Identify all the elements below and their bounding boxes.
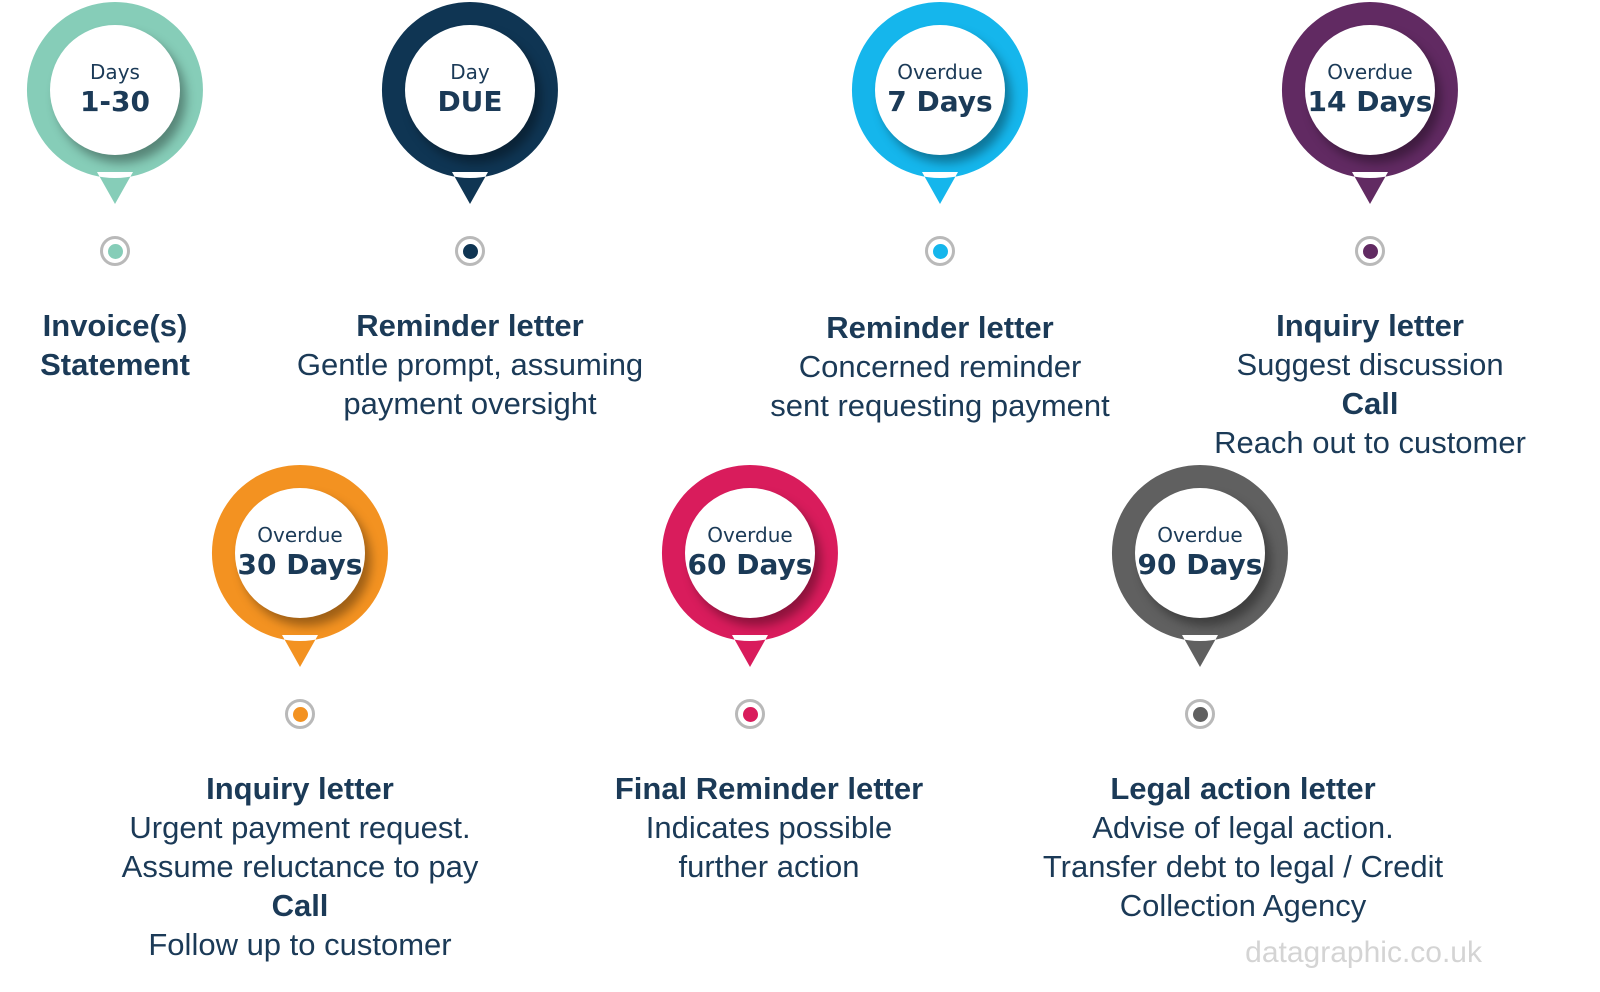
stage-description: Reminder letter Concerned reminder sent … xyxy=(770,308,1110,425)
stage-line: Transfer debt to legal / Credit xyxy=(1042,849,1444,884)
timeline-dot xyxy=(925,236,955,266)
stage-line: Call xyxy=(1341,386,1399,421)
stage-line: Gentle prompt, assuming xyxy=(296,347,644,382)
pin-face: Overdue 60 Days xyxy=(685,488,815,618)
stage-line: Indicates possible xyxy=(645,810,893,845)
stage-line: Call xyxy=(271,888,329,923)
stage-line: further action xyxy=(678,849,860,884)
pin-small-label: Day xyxy=(450,59,490,84)
stage-60-days: Overdue 60 Days Final Reminder letter In… xyxy=(600,463,923,886)
stage-30-days: Overdue 30 Days Inquiry letter Urgent pa… xyxy=(122,463,478,964)
pin-small-label: Overdue xyxy=(1157,522,1243,547)
stage-line: Inquiry letter xyxy=(1276,308,1464,343)
pin-big-label: 90 Days xyxy=(1137,547,1263,581)
timeline-dot xyxy=(1355,236,1385,266)
timeline-dot-fill xyxy=(1192,706,1208,722)
timeline-dot xyxy=(1185,699,1215,729)
stage-line: Statement xyxy=(40,347,190,382)
map-pin-icon: Overdue 60 Days xyxy=(660,463,840,673)
timeline-dot-fill xyxy=(292,706,308,722)
timeline-dot-fill xyxy=(742,706,758,722)
pin-small-label: Days xyxy=(90,59,140,84)
stage-line: Suggest discussion xyxy=(1236,347,1504,382)
stage-line: Advise of legal action. xyxy=(1092,810,1394,845)
pin-face: Overdue 30 Days xyxy=(235,488,365,618)
map-pin-icon: Overdue 14 Days xyxy=(1280,0,1460,210)
pin-face: Overdue 90 Days xyxy=(1135,488,1265,618)
stage-description: Invoice(s) Statement xyxy=(40,306,190,384)
stage-line: sent requesting payment xyxy=(770,388,1110,423)
stage-14-days: Overdue 14 Days Inquiry letter Suggest d… xyxy=(1214,0,1526,462)
stage-line: Invoice(s) xyxy=(42,308,188,343)
pin-small-label: Overdue xyxy=(257,522,343,547)
stage-description: Legal action letter Advise of legal acti… xyxy=(1043,769,1443,925)
pin-big-label: 30 Days xyxy=(237,547,363,581)
map-pin-icon: Overdue 7 Days xyxy=(850,0,1030,210)
timeline-dot-fill xyxy=(1362,243,1378,259)
stage-line: Assume reluctance to pay xyxy=(121,849,479,884)
stage-line: Reminder letter xyxy=(356,308,584,343)
stage-description: Inquiry letter Suggest discussion Call R… xyxy=(1214,306,1526,462)
stage-line: Legal action letter xyxy=(1110,771,1376,806)
map-pin-icon: Overdue 90 Days xyxy=(1110,463,1290,673)
stage-description: Reminder letter Gentle prompt, assuming … xyxy=(297,306,643,423)
stage-due: Day DUE Reminder letter Gentle prompt, a… xyxy=(297,0,643,423)
stage-line: Follow up to customer xyxy=(148,927,452,962)
timeline-dot xyxy=(285,699,315,729)
timeline-dot-fill xyxy=(462,243,478,259)
pin-big-label: 14 Days xyxy=(1307,84,1433,118)
pin-small-label: Overdue xyxy=(897,59,983,84)
map-pin-icon: Day DUE xyxy=(380,0,560,210)
map-pin-icon: Overdue 30 Days xyxy=(210,463,390,673)
pin-small-label: Overdue xyxy=(1327,59,1413,84)
stage-line: payment oversight xyxy=(343,386,597,421)
pin-face: Overdue 7 Days xyxy=(875,25,1005,155)
stage-line: Concerned reminder xyxy=(798,349,1082,384)
stage-90-days: Overdue 90 Days Legal action letter Advi… xyxy=(1043,463,1443,925)
pin-big-label: DUE xyxy=(437,84,503,118)
stage-1-30: Days 1-30 Invoice(s) Statement xyxy=(0,0,230,384)
stage-line: Reach out to customer xyxy=(1214,425,1526,460)
watermark: datagraphic.co.uk xyxy=(1245,936,1482,969)
stage-line: Reminder letter xyxy=(826,310,1054,345)
stage-line: Urgent payment request. xyxy=(129,810,471,845)
map-pin-icon: Days 1-30 xyxy=(25,0,205,210)
stage-line: Collection Agency xyxy=(1119,888,1367,923)
stage-description: Final Reminder letter Indicates possible… xyxy=(615,769,923,886)
timeline-dot xyxy=(735,699,765,729)
timeline-dot xyxy=(100,236,130,266)
timeline-dot xyxy=(455,236,485,266)
stage-7-days: Overdue 7 Days Reminder letter Concerned… xyxy=(770,0,1110,425)
stage-description: Inquiry letter Urgent payment request. A… xyxy=(122,769,479,964)
pin-big-label: 7 Days xyxy=(887,84,993,118)
stage-line: Final Reminder letter xyxy=(614,771,924,806)
pin-face: Days 1-30 xyxy=(50,25,180,155)
pin-face: Day DUE xyxy=(405,25,535,155)
timeline-dot-fill xyxy=(932,243,948,259)
pin-small-label: Overdue xyxy=(707,522,793,547)
pin-face: Overdue 14 Days xyxy=(1305,25,1435,155)
timeline-dot-fill xyxy=(107,243,123,259)
pin-big-label: 60 Days xyxy=(687,547,813,581)
pin-big-label: 1-30 xyxy=(79,84,151,118)
stage-line: Inquiry letter xyxy=(206,771,394,806)
